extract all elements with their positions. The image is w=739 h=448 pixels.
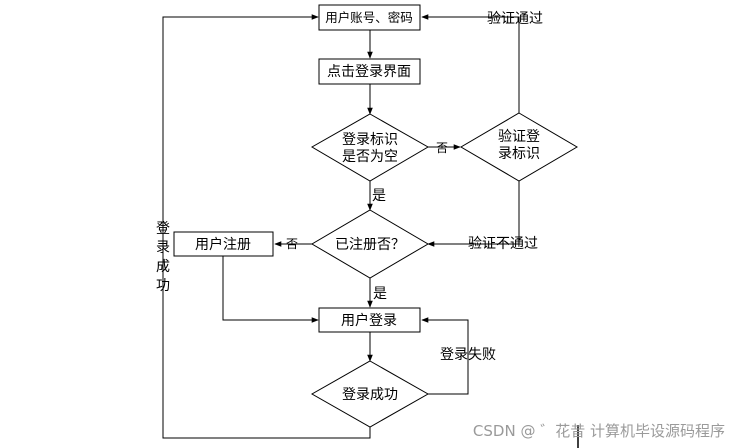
- edge-label-no-1: 否: [436, 141, 448, 155]
- edge-login-success-loop: [162, 14, 371, 439]
- node-user-login-label: 用户登录: [341, 312, 397, 329]
- edge-verify-pass: [421, 14, 520, 113]
- node-click-login-label: 点击登录界面: [327, 64, 411, 80]
- node-click-login-box: [318, 58, 421, 85]
- edge-label-login-fail: 登录失败: [440, 347, 496, 363]
- edge-register-to-login: [222, 256, 319, 323]
- node-verify-login-id-label-line1: 验证登: [498, 129, 540, 145]
- node-input-account-label: 用户账号、密码: [325, 10, 413, 25]
- node-login-id-empty-diamond: [311, 113, 429, 182]
- node-login-id-empty-label-line2: 是否为空: [342, 149, 398, 165]
- edge-label-verify-pass: 验证通过: [487, 11, 543, 27]
- edge-login-fail: [421, 317, 469, 395]
- node-is-registered-diamond: [311, 209, 429, 279]
- edge-label-yes-1: 是: [372, 188, 386, 204]
- node-is-registered-label: 已注册否？: [335, 237, 405, 253]
- node-user-login-box: [318, 307, 421, 333]
- edge-label-no-2: 否: [286, 237, 298, 251]
- node-input-account-box: [318, 4, 421, 31]
- node-user-register-label: 用户注册: [195, 236, 251, 253]
- node-login-success-label: 登录成功: [342, 387, 398, 403]
- node-verify-login-id-diamond: [460, 112, 578, 182]
- edge-label-login-success-char4: 功: [156, 278, 170, 294]
- edge-verify-fail: [427, 181, 520, 247]
- edge-label-login-success-char1: 登: [156, 221, 170, 237]
- edge-label-verify-fail: 验证不通过: [468, 236, 538, 252]
- csdn-watermark: CSDN @ ゛花昔 计算机毕设源码程序: [473, 422, 725, 440]
- node-user-register-box: [173, 231, 274, 257]
- edge-label-login-success-char2: 录: [156, 240, 170, 256]
- node-login-success-diamond: [310, 360, 430, 428]
- node-verify-login-id-label-line2: 录标识: [498, 146, 540, 162]
- edge-label-yes-2: 是: [373, 286, 387, 302]
- edge-label-login-success-char3: 成: [156, 259, 170, 275]
- node-login-id-empty-label-line1: 登录标识: [342, 132, 398, 148]
